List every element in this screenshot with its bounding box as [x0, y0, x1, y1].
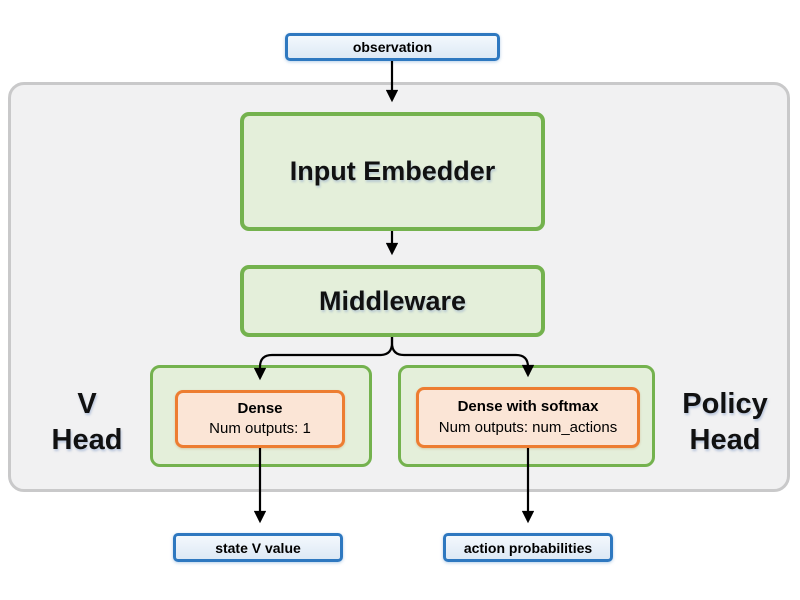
state-v-value-node: state V value	[173, 533, 343, 562]
action-probabilities-node: action probabilities	[443, 533, 613, 562]
policy-head-label-line2: Head	[689, 424, 761, 456]
policy-head-label-line1: Policy	[682, 387, 768, 420]
policy-head-dense-subtitle: Num outputs: num_actions	[438, 418, 618, 436]
v-head-dense-subtitle: Num outputs: 1	[209, 420, 311, 437]
v-head-label-line2: Head	[51, 424, 123, 456]
observation-label: observation	[352, 39, 433, 55]
state-v-value-label: state V value	[215, 539, 301, 556]
policy-head-label: Policy Head	[658, 382, 792, 462]
observation-node: observation	[285, 33, 500, 61]
middleware-label: Middleware	[318, 285, 467, 316]
v-head-label-line1: V	[77, 387, 97, 420]
v-head-dense-node: Dense Num outputs: 1	[175, 390, 345, 448]
policy-head-dense-title: Dense with softmax	[457, 398, 599, 416]
policy-head-dense-node: Dense with softmax Num outputs: num_acti…	[416, 387, 640, 448]
middleware-node: Middleware	[240, 265, 545, 337]
input-embedder-label: Input Embedder	[289, 156, 496, 186]
v-head-label: V Head	[28, 382, 146, 462]
input-embedder-node: Input Embedder	[240, 112, 545, 231]
action-probabilities-label: action probabilities	[463, 539, 593, 556]
v-head-dense-title: Dense	[237, 399, 283, 417]
